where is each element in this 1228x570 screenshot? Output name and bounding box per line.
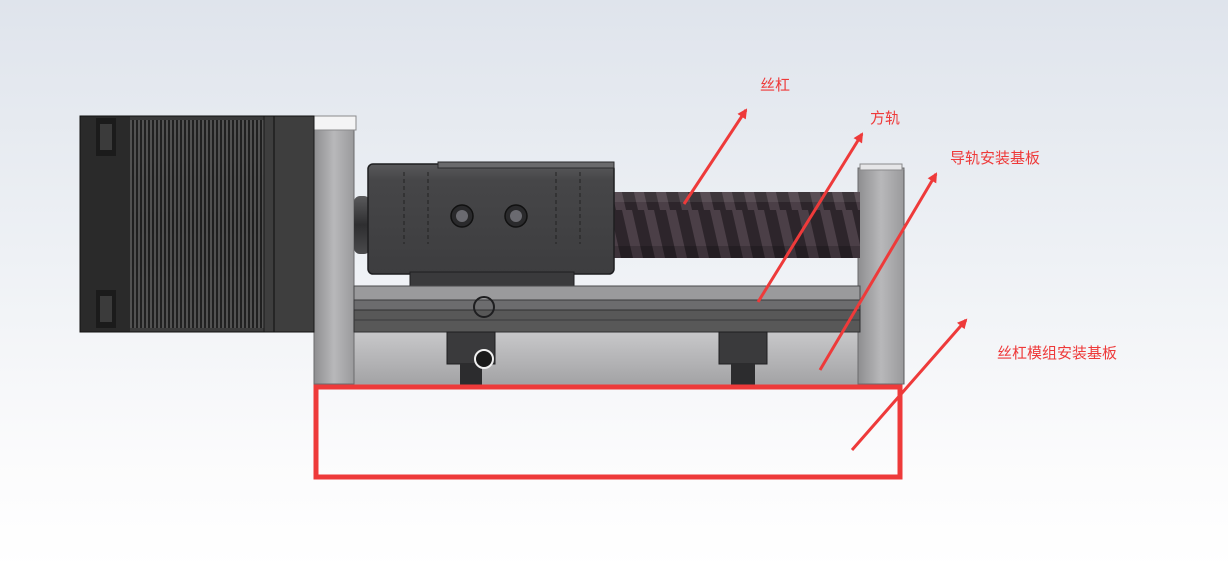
- label-square-rail: 方轨: [870, 109, 901, 127]
- label-lead-screw: 丝杠: [760, 76, 791, 94]
- module-plate-highlight-frame: [313, 384, 903, 480]
- arrow-module-mounting-plate: [850, 318, 968, 451]
- support-post-left: [446, 331, 496, 386]
- motor-mount-plate: [313, 115, 357, 385]
- label-rail-mounting-plate: 导轨安装基板: [950, 149, 1041, 167]
- lead-screw: [354, 192, 860, 258]
- module-body: [353, 329, 860, 387]
- square-rail: [353, 285, 861, 333]
- arrow-rail-mounting-plate: [818, 172, 938, 371]
- right-end-plate: [857, 163, 905, 385]
- slider-block: [367, 161, 615, 287]
- arrow-square-rail: [756, 132, 864, 303]
- arrow-lead-screw: [682, 108, 748, 205]
- stepper-motor: [79, 115, 315, 333]
- support-post-right: [718, 331, 768, 386]
- label-module-mounting-plate: 丝杠模组安装基板: [997, 344, 1118, 362]
